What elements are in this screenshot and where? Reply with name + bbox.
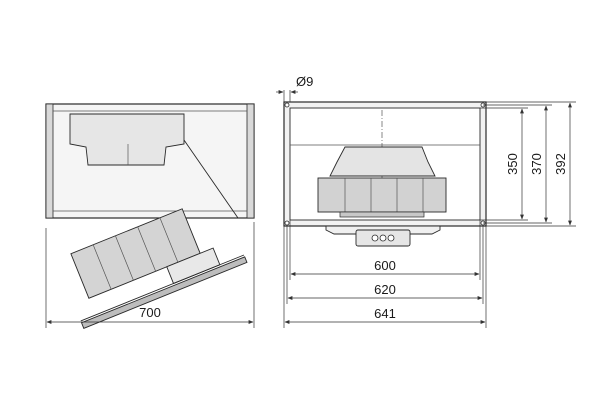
dim-label-620: 620 xyxy=(374,282,396,297)
side-view: 700 xyxy=(45,103,255,329)
front-view-impeller xyxy=(329,146,436,177)
front-view: Ø9 600 620 641 350 370 392 xyxy=(276,74,576,328)
side-view-inlet xyxy=(69,113,185,166)
dim-label-hole: Ø9 xyxy=(296,74,313,89)
front-view-motor xyxy=(317,177,447,213)
side-view-flange-right xyxy=(246,103,255,219)
dim-label-600: 600 xyxy=(374,258,396,273)
mounting-hole-bl xyxy=(284,220,290,226)
dim-label-392: 392 xyxy=(553,153,568,175)
side-view-fan-swing xyxy=(70,208,248,329)
dim-label-641: 641 xyxy=(374,306,396,321)
side-view-flange-left xyxy=(45,103,54,219)
dim-label-700: 700 xyxy=(139,305,161,320)
mounting-hole-tl xyxy=(284,102,290,108)
dim-label-350: 350 xyxy=(505,153,520,175)
dim-label-370: 370 xyxy=(529,153,544,175)
